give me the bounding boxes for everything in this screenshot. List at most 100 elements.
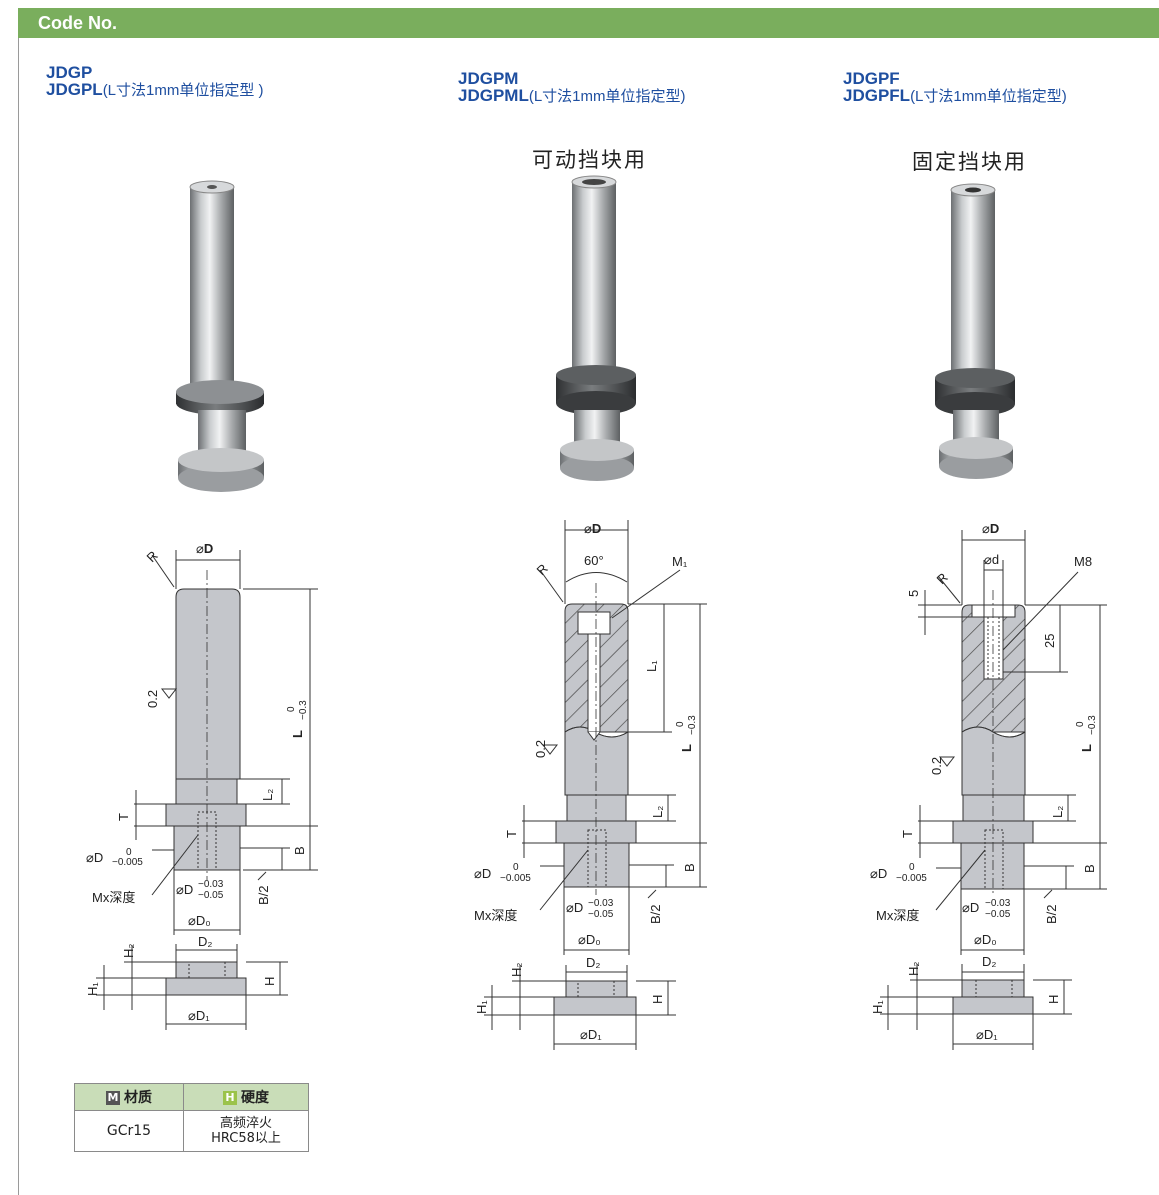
section-title: Code No. bbox=[38, 13, 117, 33]
svg-text:⌀D₁: ⌀D₁ bbox=[580, 1027, 602, 1042]
svg-text:⌀D: ⌀D bbox=[870, 866, 887, 881]
svg-text:−0.05: −0.05 bbox=[588, 909, 614, 920]
dim-L: L bbox=[290, 730, 305, 738]
svg-text:⌀D: ⌀D bbox=[982, 521, 999, 536]
L-tol-up: 0 bbox=[286, 706, 297, 712]
dim-D1: D₁ bbox=[196, 1008, 210, 1023]
dim-M1: M₁ bbox=[672, 554, 688, 569]
svg-text:0: 0 bbox=[513, 862, 519, 873]
svg-text:⌀D₀: ⌀D₀ bbox=[188, 913, 211, 928]
svg-text:⌀d: ⌀d bbox=[984, 552, 999, 567]
dim-L2: L₂ bbox=[260, 789, 275, 801]
svg-text:0.2: 0.2 bbox=[929, 757, 944, 775]
photo-jdgpf bbox=[935, 183, 1015, 479]
product-code-l: JDGPL bbox=[46, 80, 103, 99]
svg-text:L₂: L₂ bbox=[1050, 806, 1065, 818]
svg-text:D₂: D₂ bbox=[586, 955, 600, 970]
phi-symbol: ⌀ bbox=[196, 541, 204, 556]
svg-text:0.2: 0.2 bbox=[533, 740, 548, 758]
svg-text:Mx深度: Mx深度 bbox=[474, 908, 517, 923]
dim-M8: M8 bbox=[1074, 554, 1092, 569]
svg-text:⌀D₁: ⌀D₁ bbox=[188, 1008, 210, 1023]
dim-R: R bbox=[144, 548, 161, 565]
svg-text:−0.3: −0.3 bbox=[1087, 715, 1098, 735]
dim-5: 5 bbox=[906, 590, 921, 597]
dim-angle: 60° bbox=[584, 553, 604, 568]
svg-text:H: H bbox=[1046, 995, 1061, 1004]
hardness-badge-icon: H bbox=[223, 1091, 237, 1105]
svg-text:L₂: L₂ bbox=[650, 806, 665, 818]
dim-H: H bbox=[262, 977, 277, 986]
labels-jdgp: ⌀D R 0.2 L 0 −0.3 L₂ T B ⌀D 0 −0.005 ⌀D … bbox=[85, 541, 309, 1023]
svg-text:B/2: B/2 bbox=[648, 904, 663, 924]
header-bar bbox=[18, 8, 1159, 38]
product-code: JDGPM bbox=[458, 69, 519, 88]
dim-L1: L₁ bbox=[644, 660, 659, 672]
svg-text:−0.005: −0.005 bbox=[500, 873, 531, 884]
svg-text:R: R bbox=[934, 570, 951, 587]
svg-text:⌀D₁: ⌀D₁ bbox=[976, 1027, 998, 1042]
D-tol-up: 0 bbox=[126, 847, 132, 858]
material-value: GCr15 bbox=[74, 1110, 184, 1152]
column-head-jdgpf: JDGPF JDGPFL(L寸法1mm单位指定型) bbox=[843, 70, 1067, 105]
svg-text:H: H bbox=[650, 995, 665, 1004]
labels-jdgpf: ⌀D ⌀d M8 R 5 25 0.2 L 0 −0.3 L₂ T B ⌀D 0… bbox=[870, 521, 1098, 1042]
svg-text:⌀D: ⌀D bbox=[962, 900, 979, 915]
product-photos bbox=[176, 175, 1015, 492]
svg-text:⌀D: ⌀D bbox=[86, 850, 103, 865]
svg-text:0: 0 bbox=[909, 862, 915, 873]
svg-text:−0.3: −0.3 bbox=[687, 715, 698, 735]
svg-text:L: L bbox=[679, 744, 694, 752]
photo-jdgp bbox=[176, 180, 264, 492]
svg-text:T: T bbox=[900, 830, 915, 838]
left-divider bbox=[18, 38, 19, 1195]
dim-H1: H₁ bbox=[85, 982, 100, 996]
svg-text:Mx深度: Mx深度 bbox=[876, 908, 919, 923]
photo-jdgpm bbox=[556, 175, 636, 481]
product-note: (L寸法1mm单位指定型 ) bbox=[102, 82, 264, 99]
svg-text:⌀D₀: ⌀D₀ bbox=[578, 932, 601, 947]
dim-25: 25 bbox=[1042, 634, 1057, 648]
svg-text:−0.03: −0.03 bbox=[985, 898, 1011, 909]
svg-text:B: B bbox=[682, 863, 697, 872]
drawing-jdgp bbox=[96, 550, 318, 1030]
drawing-jdgpm bbox=[484, 520, 707, 1050]
svg-text:−0.005: −0.005 bbox=[896, 873, 927, 884]
product-code-l: JDGPML bbox=[458, 86, 529, 105]
svg-text:D₂: D₂ bbox=[982, 954, 996, 969]
dim-H2: H₂ bbox=[121, 944, 136, 958]
D-tol2-up: −0.03 bbox=[198, 879, 224, 890]
svg-text:L: L bbox=[1079, 744, 1094, 752]
product-code: JDGPF bbox=[843, 69, 900, 88]
svg-text:H₂: H₂ bbox=[906, 962, 921, 976]
svg-text:⌀D₀: ⌀D₀ bbox=[974, 932, 997, 947]
roughness: 0.2 bbox=[145, 690, 160, 708]
svg-text:⌀D: ⌀D bbox=[566, 900, 583, 915]
svg-text:0: 0 bbox=[1075, 721, 1086, 727]
material-badge-icon: M bbox=[106, 1091, 120, 1105]
column-head-jdgp: JDGP JDGPL(L寸法1mm单位指定型 ) bbox=[46, 64, 264, 99]
svg-text:R: R bbox=[534, 561, 551, 578]
svg-text:H₁: H₁ bbox=[870, 1000, 885, 1014]
dim-T: T bbox=[116, 813, 131, 821]
dim-D2: D₂ bbox=[198, 934, 212, 949]
column-head-jdgpm: JDGPM JDGPML(L寸法1mm单位指定型) bbox=[458, 70, 686, 105]
subtitle-movable-stopper: 可动挡块用 bbox=[532, 148, 647, 172]
dim-D: D bbox=[204, 541, 213, 556]
dim-D-shaft: D bbox=[94, 850, 103, 865]
dim-D0: D₀ bbox=[196, 913, 211, 928]
drawing-jdgpf bbox=[880, 530, 1107, 1050]
dim-d: d bbox=[992, 552, 999, 567]
svg-text:⌀D: ⌀D bbox=[196, 541, 213, 556]
product-code: JDGP bbox=[46, 63, 93, 82]
D-tol2-low: −0.05 bbox=[198, 890, 224, 901]
svg-text:T: T bbox=[504, 830, 519, 838]
svg-text:B/2: B/2 bbox=[1044, 904, 1059, 924]
subtitle-fixed-stopper: 固定挡块用 bbox=[912, 150, 1027, 174]
svg-text:⌀D: ⌀D bbox=[584, 521, 601, 536]
svg-text:−0.03: −0.03 bbox=[588, 898, 614, 909]
